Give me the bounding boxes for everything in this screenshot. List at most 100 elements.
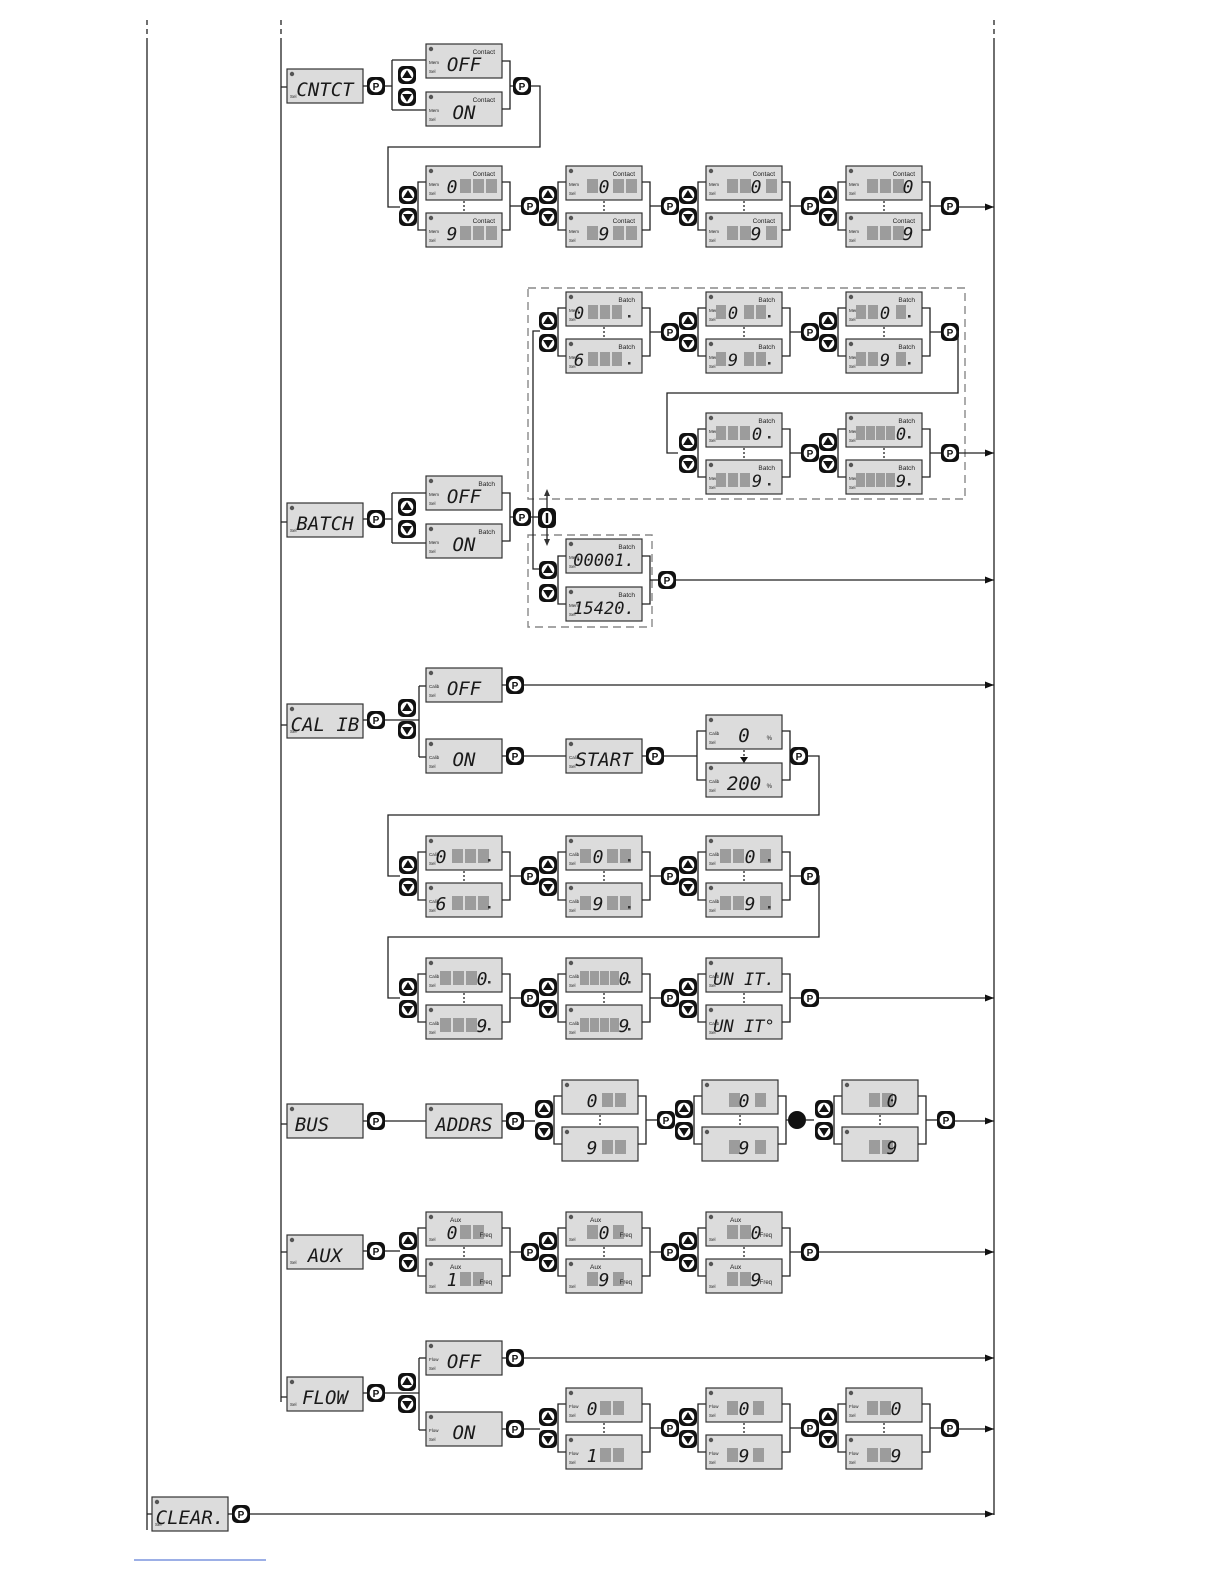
lcd-value: 0 xyxy=(887,1091,898,1112)
lcd-sublabel: Calib xyxy=(709,1021,720,1026)
p-button-letter: P xyxy=(519,513,526,524)
lcd-sublabel: Sel xyxy=(569,1460,576,1465)
p-button-letter: P xyxy=(652,752,659,763)
stage-bracket-left xyxy=(697,1227,706,1277)
lcd-decimal-dot xyxy=(768,906,771,909)
lcd-decimal-dot xyxy=(768,436,771,439)
lcd-indicator xyxy=(708,1261,714,1267)
stage-bracket-left xyxy=(557,851,566,901)
lcd-sublabel: Flow xyxy=(569,1404,579,1409)
p-button-face xyxy=(663,1245,677,1259)
lcd-sublabel: Sel xyxy=(569,1284,576,1289)
lcd-sublabel: Flow xyxy=(569,1451,579,1456)
down-button xyxy=(398,520,416,538)
lcd-segment-block xyxy=(756,352,766,366)
p-button-letter: P xyxy=(373,1389,380,1400)
lcd-label: Batch xyxy=(478,529,495,536)
lcd-indicator xyxy=(844,1082,850,1088)
lcd-sublabel: Sel xyxy=(709,438,716,443)
p-button: P xyxy=(367,711,385,729)
lcd-frame xyxy=(151,1496,229,1532)
down-arrow-icon xyxy=(683,1260,693,1268)
lcd-segment-block xyxy=(869,1093,880,1107)
batch-link xyxy=(532,517,540,570)
lcd-value: 6 xyxy=(574,351,584,371)
stage-bracket-right xyxy=(642,1403,651,1453)
lcd-segment-block xyxy=(600,352,610,366)
lcd-label: Batch xyxy=(758,344,775,351)
lcd-sublabel: Sel xyxy=(709,861,716,866)
lcd-label: Contact xyxy=(473,171,496,178)
lcd-segment-block xyxy=(587,179,598,193)
lcd-value: 0 xyxy=(728,304,738,324)
lcd-sublabel: Mem xyxy=(709,476,719,481)
lcd-frame xyxy=(286,1234,364,1270)
down-button xyxy=(675,1122,693,1140)
p-button-face xyxy=(523,1245,537,1259)
lcd-sublabel: Mem xyxy=(709,229,719,234)
lcd-segment-block xyxy=(727,1272,738,1286)
p-button-face xyxy=(508,749,522,763)
p-button-face xyxy=(648,749,662,763)
lcd-indicator xyxy=(708,838,714,844)
lcd-segment-block xyxy=(440,1018,451,1032)
arrowhead xyxy=(985,576,994,584)
down-button xyxy=(679,1000,697,1018)
down-arrow-icon xyxy=(403,1260,413,1268)
lcd-unit: Freq xyxy=(760,1280,772,1286)
up-button xyxy=(539,186,557,204)
lcd-indicator xyxy=(708,215,714,221)
lcd-value: AUX xyxy=(307,1245,344,1267)
lcd-sublabel: Sel xyxy=(709,1030,716,1035)
lcd-frame xyxy=(425,523,503,559)
lcd-segment-block xyxy=(866,426,875,440)
lcd-segment-block xyxy=(727,1225,738,1239)
lcd-label: Batch xyxy=(898,465,915,472)
stage-bracket-right xyxy=(782,428,791,478)
down-button xyxy=(539,1000,557,1018)
lcd-sublabel: Sel xyxy=(709,788,716,793)
up-arrow-icon xyxy=(402,70,412,78)
lcd-segment-block xyxy=(866,473,875,487)
lcd-indicator xyxy=(568,1214,574,1220)
lcd-indicator xyxy=(289,1106,295,1112)
lcd-frame xyxy=(286,1376,364,1412)
stage-bracket-right xyxy=(922,307,931,357)
p-button: P xyxy=(941,323,959,341)
lcd-label: Batch xyxy=(618,544,635,551)
p-button-face xyxy=(515,79,529,93)
p-button-face xyxy=(803,1421,817,1435)
lcd-segment-block xyxy=(753,1448,764,1462)
down-button xyxy=(815,1122,833,1140)
stage-bracket-right xyxy=(782,1403,791,1453)
p-button-letter: P xyxy=(947,449,954,460)
p-button: P xyxy=(521,989,539,1007)
lcd-indicator xyxy=(564,1082,570,1088)
stage-bracket-left xyxy=(553,1095,562,1145)
bus-digit1-bottom: 9 xyxy=(561,1126,639,1162)
lcd-segment-block xyxy=(740,473,750,487)
stage-bracket-left xyxy=(697,428,706,478)
p-button-face xyxy=(943,446,957,460)
lcd-segment-block xyxy=(740,1225,751,1239)
lcd-indicator xyxy=(428,1106,434,1112)
lcd-segment-block xyxy=(760,896,771,910)
lcd-frame xyxy=(565,1211,643,1247)
up-arrow-icon xyxy=(823,1412,833,1420)
lcd-sublabel: Mem xyxy=(849,308,859,313)
lcd-value: 0 xyxy=(891,1399,902,1420)
lcd-segment-block xyxy=(626,179,637,193)
lcd-sublabel: Sel xyxy=(290,1402,297,1407)
lcd-segment-block xyxy=(733,896,744,910)
p-button-letter: P xyxy=(238,1510,245,1521)
lcd-value: 9 xyxy=(751,224,762,245)
down-button xyxy=(398,721,416,739)
up-arrow-icon xyxy=(402,1377,412,1385)
up-arrow-icon xyxy=(819,1104,829,1112)
